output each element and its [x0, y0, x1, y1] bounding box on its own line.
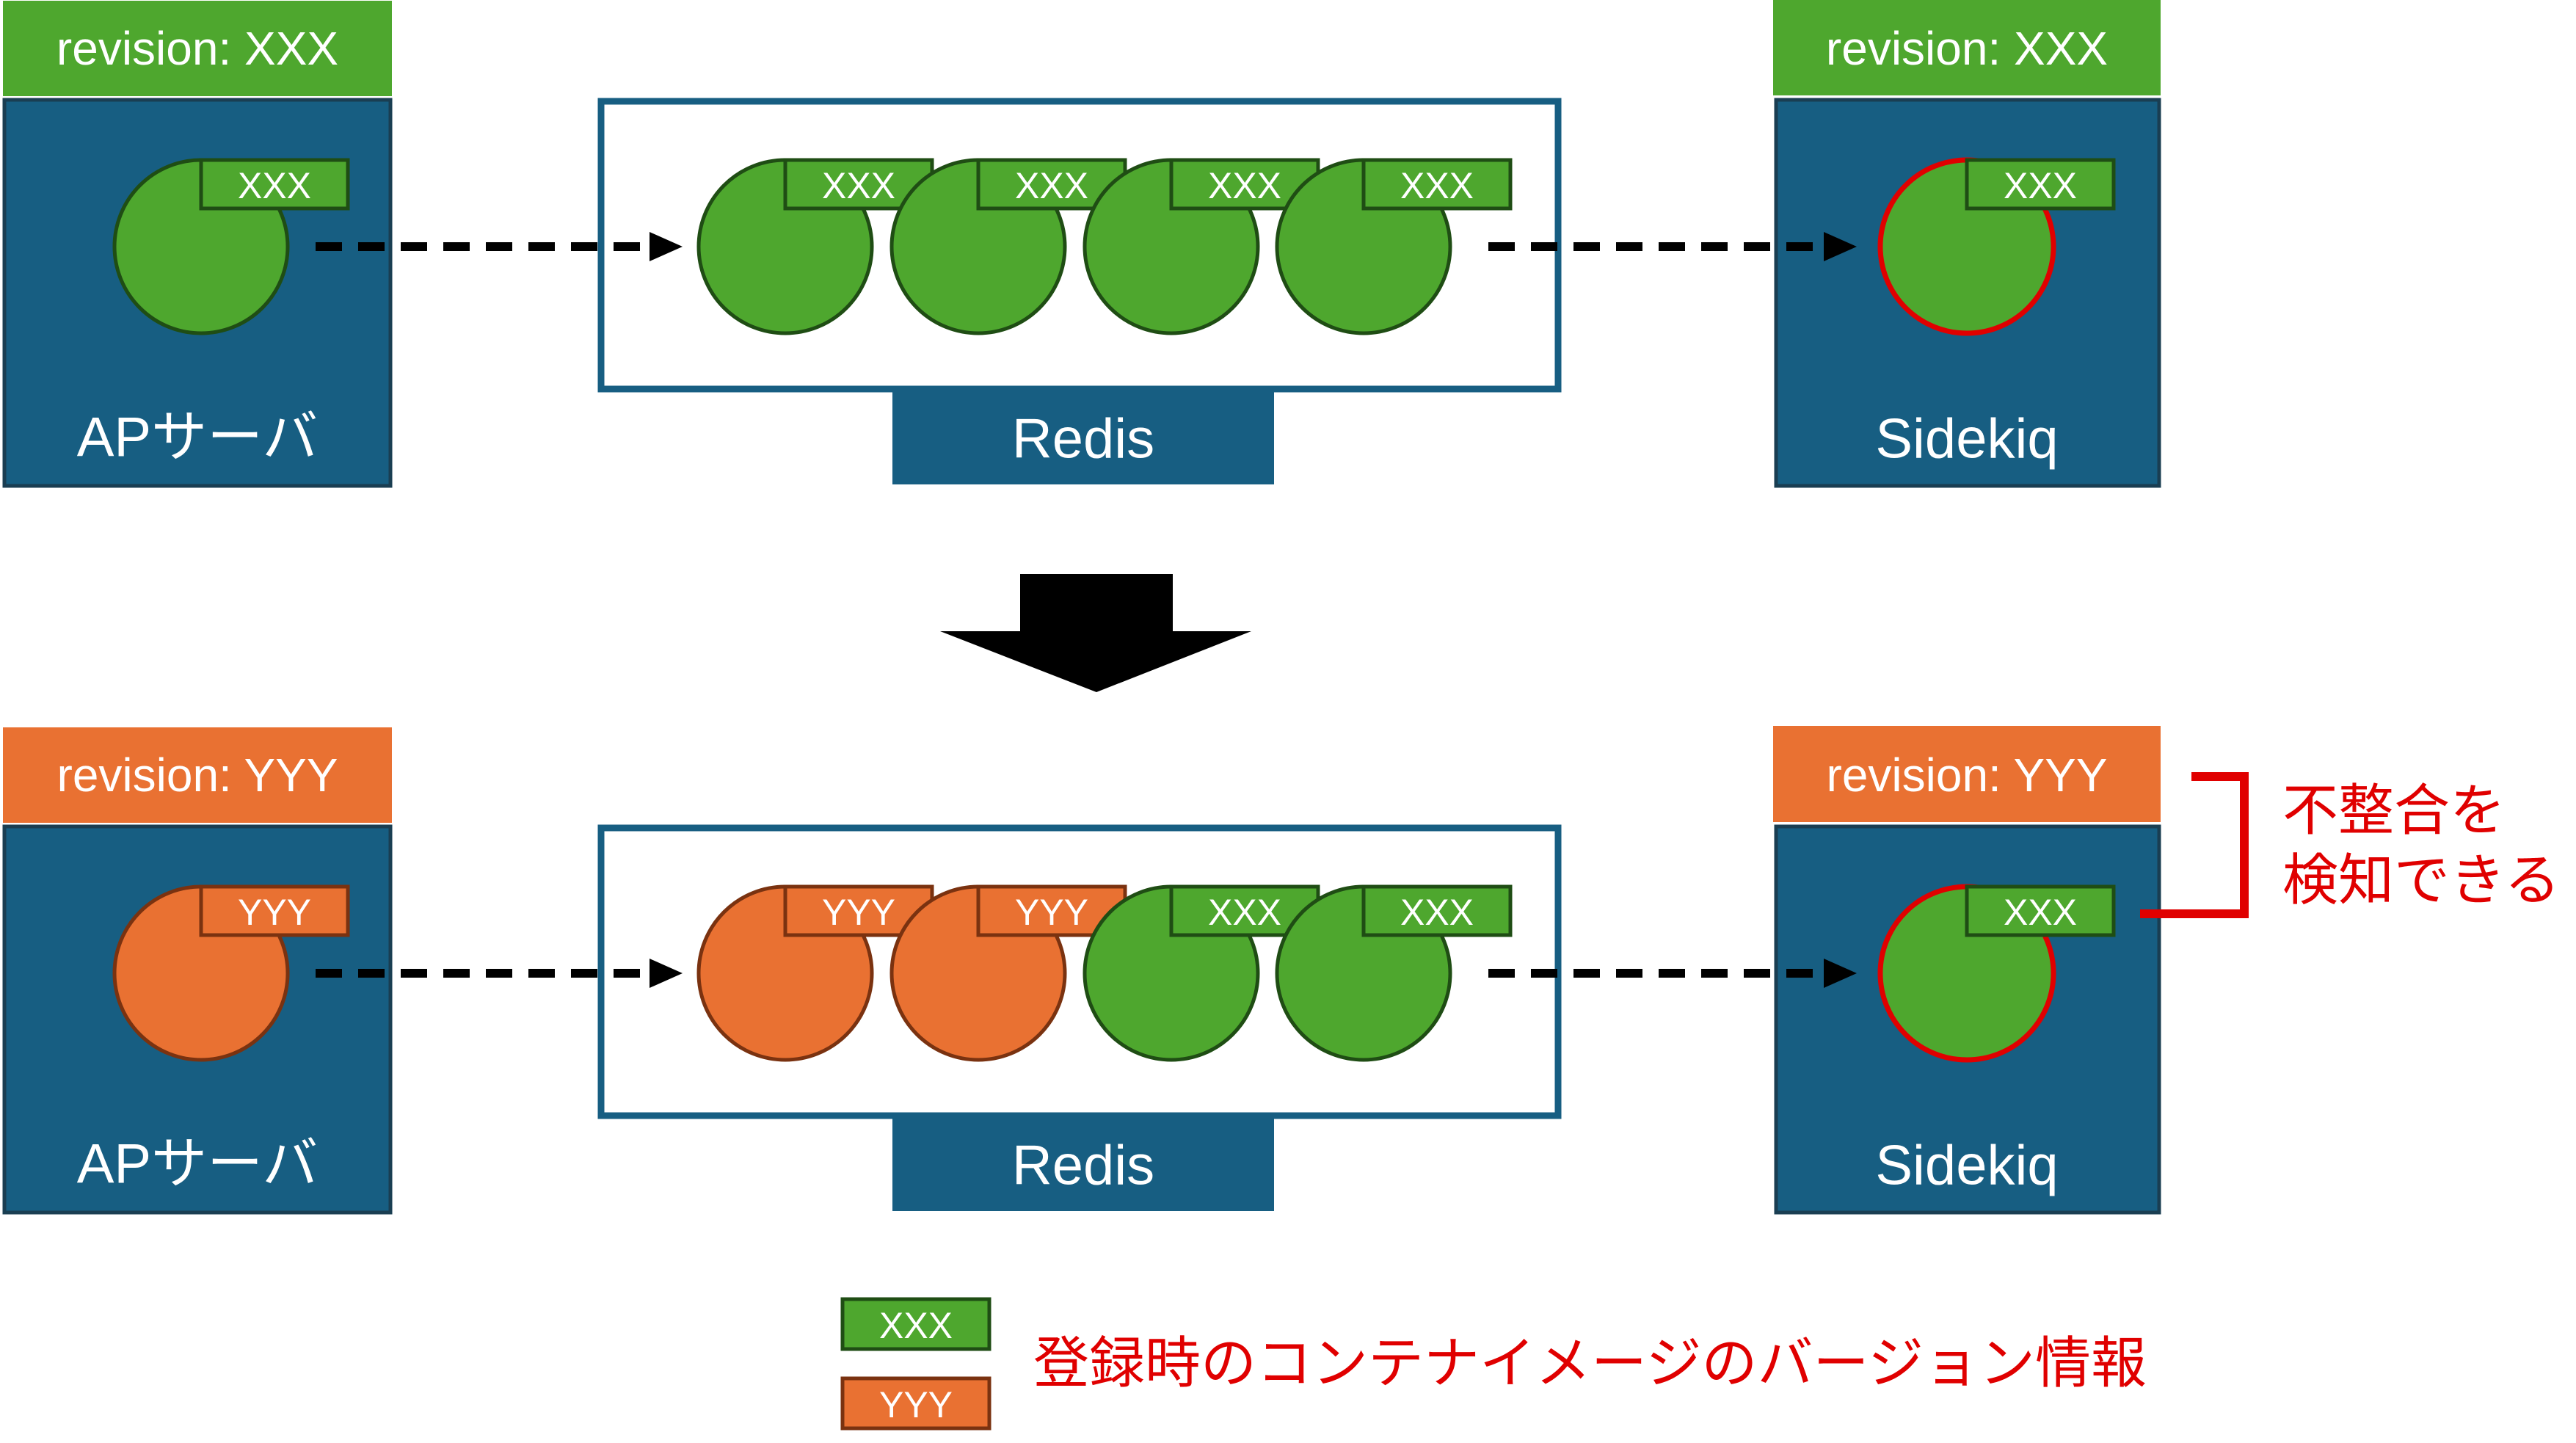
before-ap-message-tag-box: [199, 158, 350, 211]
before-redis-label-box: [892, 389, 1274, 484]
before-sidekiq-revision-banner: [1773, 0, 2161, 95]
before-redis-message-3-tag-label: XXX: [1208, 165, 1281, 206]
before-ap-server-name: APサーバ: [77, 407, 319, 469]
before-ap-message-tag-label: XXX: [238, 165, 311, 206]
after-sidekiq-message-tag: XXX: [1965, 884, 2116, 937]
after-redis-label-box: [892, 1116, 1274, 1211]
after-sidekiq-message-tag-label: XXX: [2004, 892, 2077, 933]
legend-swatch: [840, 1297, 992, 1351]
before-sidekiq-revision-label: revision: XXX: [1826, 22, 2108, 75]
before-ap-revision-label: revision: XXX: [57, 22, 338, 75]
after-sidekiq-revision-banner: [1773, 726, 2161, 822]
after-redis-to-sidekiq-arrow: [1488, 959, 1857, 988]
before-redis-message-2-tag: XXX: [976, 158, 1127, 211]
after-ap-server-name: APサーバ: [77, 1133, 319, 1196]
after-redis-name: Redis: [1012, 1135, 1154, 1197]
after-redis-message-1-tag-label: YYY: [822, 892, 895, 933]
legend-swatch-label: XXX: [879, 1305, 953, 1346]
legend-item-yyy: YYY: [840, 1376, 992, 1431]
before-ap-revision-banner: [3, 1, 392, 96]
bracket-icon: [2140, 772, 2249, 918]
before-redis-to-sidekiq-arrow-head: [1824, 232, 1857, 261]
legend-swatch-label: YYY: [879, 1384, 953, 1425]
before-sidekiq-message-tag-label: XXX: [2004, 165, 2077, 206]
before-redis-name: Redis: [1012, 408, 1154, 470]
after-redis-message-3-tag-label: XXX: [1208, 892, 1281, 933]
after-redis-message-4-tag-label: XXX: [1400, 892, 1474, 933]
before-ap-to-redis-arrow: [316, 232, 683, 261]
bracket-line: [2140, 772, 2249, 918]
legend-description: 登録時のコンテナイメージのバージョン情報: [1033, 1333, 2147, 1395]
before-redis-message-2-tag-label: XXX: [1015, 165, 1088, 206]
after-ap-to-redis-arrow-head: [650, 959, 683, 988]
after-ap-message-tag: YYY: [199, 884, 350, 937]
down-arrow-icon: [940, 574, 1251, 692]
before-redis-message-4-tag-box: [1361, 158, 1513, 211]
mismatch-note-line-1: 不整合を: [2282, 780, 2506, 843]
after-sidekiq-message-tag-box: [1965, 884, 2116, 937]
after-ap-message-tag-box: [199, 884, 350, 937]
after-ap-to-redis-arrow: [316, 959, 683, 988]
legend-swatch: [840, 1376, 992, 1431]
mismatch-note-line-2: 検知できる: [2282, 850, 2560, 912]
before-sidekiq-message-tag-box: [1965, 158, 2116, 211]
after-sidekiq-revision-label: revision: YYY: [1827, 749, 2108, 802]
before-redis-message-1-tag-label: XXX: [822, 165, 895, 206]
before-redis-message-4-tag-label: XXX: [1400, 165, 1474, 206]
after-ap-revision-label: revision: YYY: [57, 749, 338, 802]
after-sidekiq-name: Sidekiq: [1875, 1135, 2058, 1197]
before-sidekiq-message-tag: XXX: [1965, 158, 2116, 211]
after-redis-message-4-tag-box: [1361, 884, 1513, 937]
after-ap-revision-banner: [3, 727, 392, 823]
after-redis-message-2-tag-label: YYY: [1015, 892, 1088, 933]
before-ap-message-tag: XXX: [199, 158, 350, 211]
after-ap-message-tag-label: YYY: [238, 892, 311, 933]
legend-item-xxx: XXX: [840, 1297, 992, 1351]
before-ap-to-redis-arrow-head: [650, 232, 683, 261]
before-sidekiq-name: Sidekiq: [1875, 408, 2058, 470]
before-redis-message-4-tag: XXX: [1361, 158, 1513, 211]
after-redis-message-4-tag: XXX: [1361, 884, 1513, 937]
after-redis-to-sidekiq-arrow-head: [1824, 959, 1857, 988]
before-redis-to-sidekiq-arrow: [1488, 232, 1857, 261]
